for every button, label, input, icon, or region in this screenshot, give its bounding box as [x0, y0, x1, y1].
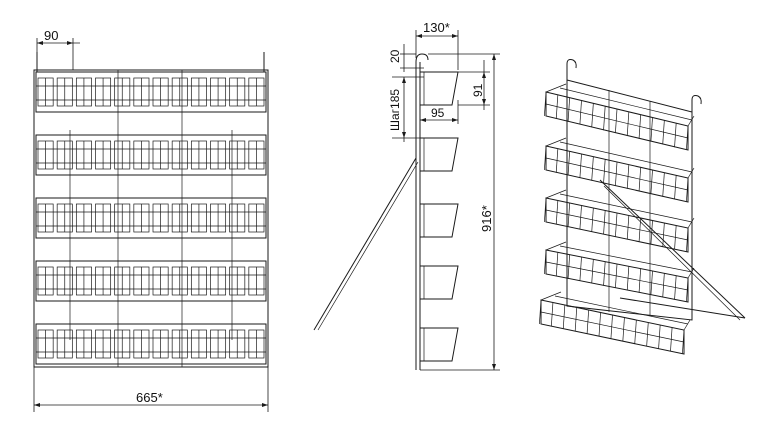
front-shelf-row — [35, 197, 267, 239]
iso-shelf-side — [545, 83, 695, 127]
iso-shelf-back-rail — [559, 141, 693, 173]
front-shelf-row — [35, 323, 267, 365]
dim-130-label: 130* — [423, 20, 450, 35]
iso-basket-wire — [544, 249, 547, 275]
iso-shelf-mid-rail — [545, 209, 689, 241]
dim-916-label: 916* — [479, 205, 494, 232]
dim-665-arrow-right — [262, 403, 268, 407]
iso-shelf-mid-rail — [545, 157, 689, 191]
iso-shelf-back-rail — [554, 295, 689, 325]
dim-pitch-arrow-bottom — [402, 132, 406, 138]
side-view — [313, 53, 459, 370]
side-basket — [420, 265, 459, 300]
iso-basket-wire — [544, 91, 547, 117]
side-dimensions: 130* 20 Шаг185 91 95 916* — [388, 20, 500, 371]
iso-support-leg-2 — [603, 185, 741, 321]
front-shelf-row — [35, 71, 267, 113]
iso-basket-wire — [544, 145, 547, 171]
dim-665-label: 665* — [136, 390, 163, 405]
iso-back-frame — [566, 79, 693, 321]
dim-91-arrow-bottom — [482, 99, 486, 105]
iso-shelf-back-rail — [559, 87, 693, 121]
dim-665-arrow-left — [34, 403, 40, 407]
dim-91-arrow-top — [482, 72, 486, 78]
dim-90-arrow-left — [37, 41, 43, 45]
iso-shelf-side — [545, 189, 695, 229]
iso-shelves — [539, 83, 695, 355]
iso-basket-wire — [544, 197, 547, 223]
dim-95-arrow-left — [420, 118, 426, 122]
iso-shelf-side — [545, 137, 695, 179]
isometric-view — [539, 59, 746, 355]
dim-916-arrow-bottom — [492, 364, 496, 370]
dim-130-arrow-right — [452, 34, 458, 38]
iso-support-foot — [619, 297, 746, 319]
dim-95-arrow-right — [452, 118, 458, 122]
dim-pitch-label: Шаг185 — [388, 89, 402, 131]
iso-shelf-side — [545, 241, 695, 279]
front-frame — [33, 69, 269, 368]
iso-shelf-back-rail — [559, 193, 693, 223]
iso-shelf-side — [540, 291, 691, 331]
dim-916-arrow-top — [492, 54, 496, 60]
iso-shelf-mid-rail — [545, 103, 689, 139]
iso-basket-wire — [539, 299, 542, 325]
dim-130-arrow-left — [416, 34, 422, 38]
dim-pitch-arrow-top — [402, 77, 406, 83]
side-support-leg-2 — [317, 161, 419, 331]
front-shelves — [35, 71, 267, 365]
dim-90-label: 90 — [44, 28, 58, 43]
iso-shelf-back-rail — [559, 245, 693, 273]
side-basket — [420, 137, 459, 172]
side-basket — [420, 71, 459, 106]
side-top-hook — [415, 53, 429, 63]
dim-95-label: 95 — [431, 106, 445, 120]
front-shelf-row — [35, 260, 267, 302]
front-view — [33, 52, 269, 368]
side-support-leg — [313, 157, 417, 331]
dim-20-label: 20 — [388, 49, 402, 63]
iso-hook-right — [691, 95, 702, 112]
side-basket — [420, 203, 459, 238]
front-dimensions: 90 665* — [33, 28, 269, 412]
dim-90-arrow-right — [67, 41, 73, 45]
iso-shelf-mid-rail — [545, 261, 689, 291]
side-basket — [420, 327, 459, 362]
iso-shelf-mid-rail — [540, 311, 685, 343]
dim-91-label: 91 — [471, 83, 485, 97]
front-shelf-row — [35, 134, 267, 176]
iso-hook-left — [566, 59, 577, 80]
side-baskets — [420, 71, 459, 362]
